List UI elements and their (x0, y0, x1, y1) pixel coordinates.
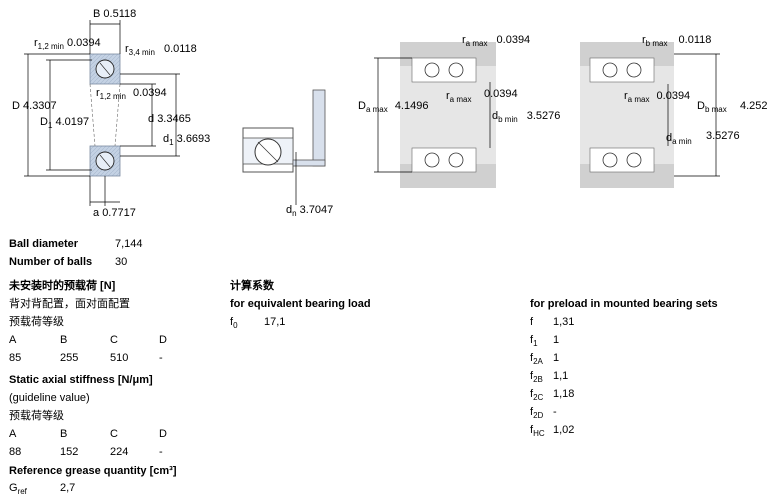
label-D: D 4.3307 (12, 100, 57, 112)
mounted-factors-heading: for preload in mounted bearing sets (530, 298, 718, 310)
preload-value-D: - (159, 352, 163, 364)
label-r34: r3,4 min 0.0118 (125, 43, 197, 57)
stiffness-header-A: A (9, 428, 17, 440)
label-a: a 0.7717 (93, 207, 136, 219)
ball-diameter-value: 7,144 (115, 238, 143, 250)
stiffness-heading: Static axial stiffness [N/μm] (9, 374, 153, 386)
calc-factors-subheading: for equivalent bearing load (230, 298, 371, 310)
factor-symbol: f2B (530, 370, 543, 384)
factor-symbol: fHC (530, 424, 545, 438)
label-db: db min 3.5276 (492, 110, 561, 124)
preload-heading: 未安装时的预载荷 [N] (9, 280, 116, 292)
number-of-balls-value: 30 (115, 256, 128, 268)
abutment-drawing-2 (580, 42, 674, 188)
label-ra-mid-value: 0.0394 (484, 88, 518, 100)
preload-value-A: 85 (9, 352, 22, 364)
stiffness-note: (guideline value) (9, 392, 90, 404)
preload-value-B: 255 (60, 352, 79, 364)
factor-value: 1 (553, 352, 560, 364)
bearing-cross-section (89, 53, 121, 177)
f0-symbol: f0 (230, 316, 238, 330)
preload-header-B: B (60, 334, 68, 346)
factor-symbol: f (530, 316, 534, 328)
abutment-drawing-1 (400, 42, 496, 188)
ball-diameter-label: Ball diameter (9, 238, 79, 250)
preload-arrangement: 背对背配置，面对面配置 (9, 298, 130, 310)
factor-symbol: f2D (530, 406, 544, 420)
label-d: d 3.3465 (148, 113, 191, 125)
stiffness-header-B: B (60, 428, 68, 440)
label-ra-mid: ra max (446, 90, 472, 104)
label-r12-top: r1,2 min 0.0394 (34, 37, 101, 51)
label-Da: Da max 4.1496 (358, 100, 429, 114)
factor-value: 1,02 (553, 424, 575, 436)
label-dn: dn 3.7047 (286, 204, 334, 218)
label-d1: d1 3.6693 (163, 133, 211, 147)
label-rb: rb max 0.0118 (642, 34, 712, 48)
preload-header-D: D (159, 334, 167, 346)
preload-class-label: 预载荷等级 (9, 316, 64, 328)
label-da-value: 3.5276 (706, 130, 740, 142)
stiffness-value-A: 88 (9, 446, 22, 458)
label-B: B 0.5118 (93, 8, 137, 20)
factor-value: 1,18 (553, 388, 575, 400)
factor-value: 1,1 (553, 370, 569, 382)
label-ra-top: ra max 0.0394 (462, 34, 531, 48)
preload-header-C: C (110, 334, 118, 346)
factor-value: 1 (553, 334, 560, 346)
number-of-balls-label: Number of balls (9, 256, 93, 268)
factor-value: 1,31 (553, 316, 575, 328)
grease-heading: Reference grease quantity [cm³] (9, 465, 177, 477)
factor-symbol: f2A (530, 352, 543, 366)
grease-value: 2,7 (60, 482, 76, 494)
pitch-diameter-sketch (242, 89, 326, 205)
label-D1: D1 4.0197 (40, 116, 90, 130)
f0-value: 17,1 (264, 316, 286, 328)
label-r12-mid: r1,2 min 0.0394 (96, 87, 167, 101)
stiffness-header-C: C (110, 428, 118, 440)
preload-header-A: A (9, 334, 17, 346)
stiffness-value-C: 224 (110, 446, 129, 458)
stiffness-class-label: 预载荷等级 (9, 410, 64, 422)
stiffness-value-B: 152 (60, 446, 79, 458)
factor-symbol: f2C (530, 388, 544, 402)
label-da: da min (666, 132, 692, 146)
stiffness-header-D: D (159, 428, 167, 440)
label-Db-value: 4.252 (740, 100, 768, 112)
label-ra-2: ra max 0.0394 (624, 90, 691, 104)
factor-symbol: f1 (530, 334, 538, 348)
grease-symbol: Gref (9, 482, 27, 496)
stiffness-value-D: - (159, 446, 163, 458)
label-Db: Db max (697, 100, 727, 114)
preload-value-C: 510 (110, 352, 129, 364)
factor-value: - (553, 406, 557, 418)
calc-factors-heading: 计算系数 (230, 280, 274, 292)
bearing-drawings (24, 20, 720, 206)
